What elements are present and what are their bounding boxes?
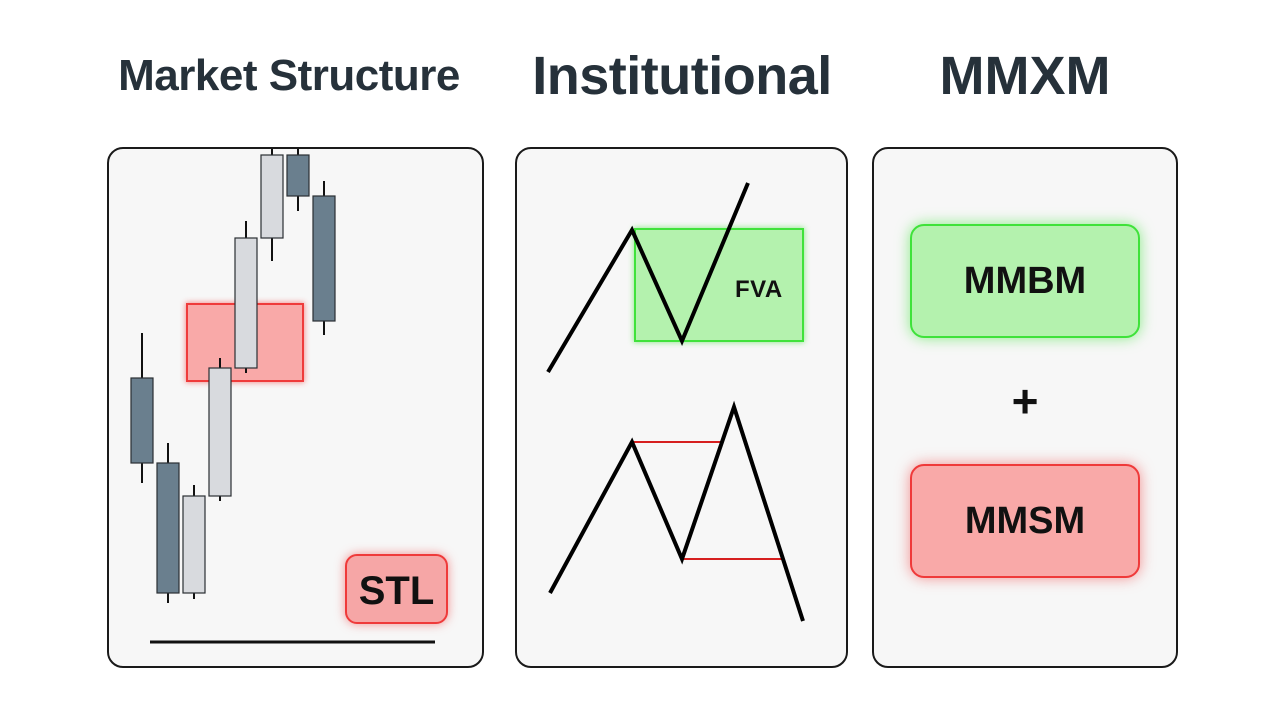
institutional-panel: FVA — [515, 147, 848, 668]
candle — [260, 149, 284, 261]
impulse-path — [546, 182, 750, 374]
institutional-heading: Institutional — [532, 46, 832, 106]
candle-body — [130, 377, 154, 464]
candle-body — [156, 462, 180, 594]
mmsm-box: MMSM — [910, 464, 1140, 578]
fva-label: FVA — [735, 276, 783, 303]
market-structure-panel: STL — [107, 147, 484, 668]
market-structure-heading: Market Structure — [118, 51, 460, 100]
plus-sign: + — [1011, 375, 1039, 427]
stl-label: STL — [345, 554, 448, 624]
candle-body — [286, 154, 310, 197]
fva-zone — [634, 228, 804, 342]
mmxm-panel: MMBM + MMSM — [872, 147, 1178, 668]
candle-body — [312, 195, 336, 322]
candlestick-chart — [130, 149, 435, 644]
mmbm-box: MMBM — [910, 224, 1140, 338]
candle — [234, 221, 258, 373]
candle — [286, 149, 310, 211]
institutional-diagram — [546, 182, 805, 622]
candle — [312, 181, 336, 335]
candle-body — [260, 154, 284, 239]
candle-body — [234, 237, 258, 369]
candle — [156, 443, 180, 603]
candle-body — [208, 367, 232, 497]
candle — [182, 485, 206, 599]
candle — [130, 333, 154, 483]
candle-body — [182, 495, 206, 594]
structure-path — [548, 400, 805, 622]
candle — [208, 358, 232, 501]
mmxm-heading: MMXM — [939, 46, 1111, 106]
